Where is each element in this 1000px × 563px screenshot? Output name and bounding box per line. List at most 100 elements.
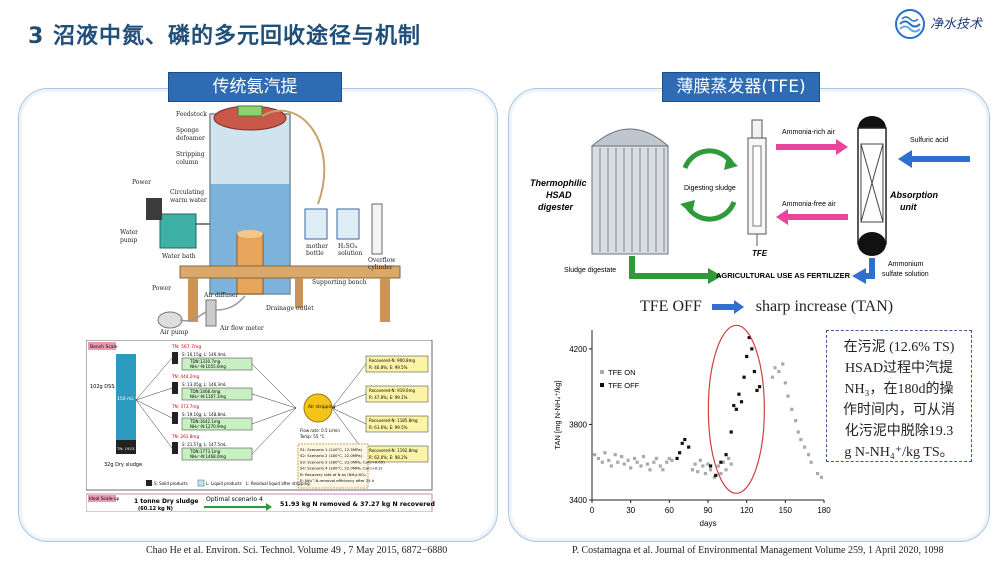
scenario-item: E: NH₄⁺-N removal efficiency after 24 h [300, 478, 375, 483]
air-diffuser [236, 233, 264, 295]
air-flow-meter [205, 299, 217, 327]
point-tfe-on [652, 460, 656, 464]
row-recovery-rate: R: 46.8%; E: 99.5% [369, 365, 408, 370]
label-power-1: Power [132, 179, 151, 186]
ammonia-free-label: Ammonia-free air [782, 201, 836, 208]
thermophilic-label: Thermophilic [530, 178, 587, 188]
legend-solid: S: Solid products [154, 481, 188, 486]
tfe-off-label: TFE OFF [640, 298, 702, 315]
point-tfe-on [661, 468, 665, 472]
air-stripping-vessel [303, 393, 333, 423]
row-solid-liquid: S: 19.16g; L: 148.8mL [182, 412, 227, 417]
water-box [116, 354, 136, 454]
label-pump: pump [120, 237, 137, 244]
feedstock-cap [237, 105, 263, 117]
label-air-flow-meter: Air flow meter [219, 325, 264, 332]
point-tfe-on [616, 460, 620, 464]
point-tfe-on [815, 471, 820, 476]
point-tfe-on [607, 458, 611, 462]
solid-product-mark [172, 412, 178, 424]
left-citation: Chao He et al. Environ. Sci. Technol. Vo… [146, 545, 448, 556]
row-tdn: TDN:1468.4mg [189, 389, 221, 394]
point-tfe-off [742, 375, 746, 379]
point-tfe-off [687, 445, 691, 449]
supporting-bench [179, 265, 401, 279]
point-tfe-on [783, 381, 787, 385]
blue-flow-arrow [852, 268, 866, 284]
label-stripping: Stripping [176, 151, 205, 158]
tfe-off-statement: TFE OFF sharp increase (TAN) [640, 298, 893, 316]
point-tfe-on [729, 462, 733, 466]
note-line: 化污泥中脱除19.3 [844, 424, 954, 439]
tn-top: TN: 567.7mg [171, 344, 201, 350]
y-axis-label: TAN [mg N-NH₄⁺/kg] [553, 381, 562, 450]
point-tfe-on [648, 468, 652, 472]
y-tick-label: 4200 [569, 345, 587, 354]
point-tfe-on [799, 437, 803, 442]
row-solid-liquid: S: 13.05g; L: 146.3mL [182, 382, 227, 387]
point-tfe-off [708, 464, 713, 468]
point-tfe-on [703, 471, 708, 476]
flow-line [251, 407, 297, 455]
point-tfe-on [665, 460, 669, 464]
x-axis-label: days [700, 519, 717, 528]
point-tfe-on [781, 362, 785, 366]
water-pump [146, 198, 162, 220]
row-recovered: Recovered-N: 900.8mg [369, 358, 415, 363]
ammonia-free-arrow [776, 209, 848, 225]
x-tick-label: 90 [704, 506, 713, 515]
point-tfe-off [724, 453, 728, 457]
point-tfe-on [645, 462, 650, 466]
label-defoamer: defoamer [176, 135, 205, 142]
row-nh4: NH₄⁺-N:1055.6mg [190, 364, 226, 369]
air-stripping-label: Air stripping [308, 404, 336, 410]
y-tick-label: 3800 [569, 420, 587, 429]
point-tfe-off [739, 400, 744, 404]
y-tick-label: 3400 [569, 496, 587, 505]
point-tfe-on [670, 458, 674, 462]
point-tfe-on [613, 453, 617, 457]
absorption-label: Absorption [889, 190, 938, 200]
water-wave-logo-icon [895, 9, 925, 39]
point-tfe-on [596, 456, 601, 461]
scenario-item: S1: Scenario 1 (140°C, 12.5MPa) [300, 447, 363, 452]
label-air-pump: Air pump [159, 329, 188, 336]
h2so4-bottle [336, 208, 360, 240]
label-h2so4: H₂SO₄ [338, 243, 358, 250]
flow-line [331, 407, 367, 425]
row-recovered: Recovered-N: 1185.8mg [369, 418, 418, 423]
flow-line [251, 363, 297, 409]
point-tfe-on [721, 460, 726, 464]
highlight-ellipse [707, 324, 765, 494]
flow-line [251, 393, 297, 409]
point-tfe-on [629, 466, 633, 470]
point-tfe-on [690, 468, 695, 472]
point-tfe-off [729, 430, 733, 434]
point-tfe-off [714, 473, 718, 478]
point-tfe-on [712, 475, 717, 479]
logo-text: 净水技术 [930, 17, 983, 32]
legend-label: TFE ON [608, 368, 636, 377]
row-recovered: Recovered-N: 919.6mg [369, 388, 415, 393]
label-sponge: Sponge [176, 127, 199, 134]
note-line: NH₃，在180d的操 [844, 382, 954, 397]
sludge-digestate-label: Sludge digestate [564, 267, 616, 274]
agricultural-label: AGRICULTURAL USE AS FERTILIZER [716, 271, 851, 280]
point-tfe-on [667, 456, 671, 461]
solid-product-mark [172, 442, 178, 454]
point-tfe-on [600, 460, 604, 464]
note-line: 作时间内，可从消 [843, 403, 955, 418]
label-feedstock: Feedstock [176, 111, 207, 118]
label-water-bath: Water bath [162, 253, 196, 260]
label-cylinder: cylinder [368, 264, 393, 271]
air-pump [157, 311, 183, 329]
point-tfe-on [654, 456, 659, 461]
sulfuric-acid-label: Sulfuric acid [910, 137, 948, 144]
point-tfe-off [745, 354, 749, 359]
label-circulating: Circulating [170, 189, 204, 196]
point-tfe-on [641, 454, 646, 459]
ideal-scaleup-label: Ideal Scale-up [89, 496, 120, 502]
legend-marker [600, 383, 604, 387]
row-nh4: NH₄⁺-N:1270.9mg [190, 424, 226, 429]
optimal-label: Optimal scenario 4 [206, 496, 263, 503]
